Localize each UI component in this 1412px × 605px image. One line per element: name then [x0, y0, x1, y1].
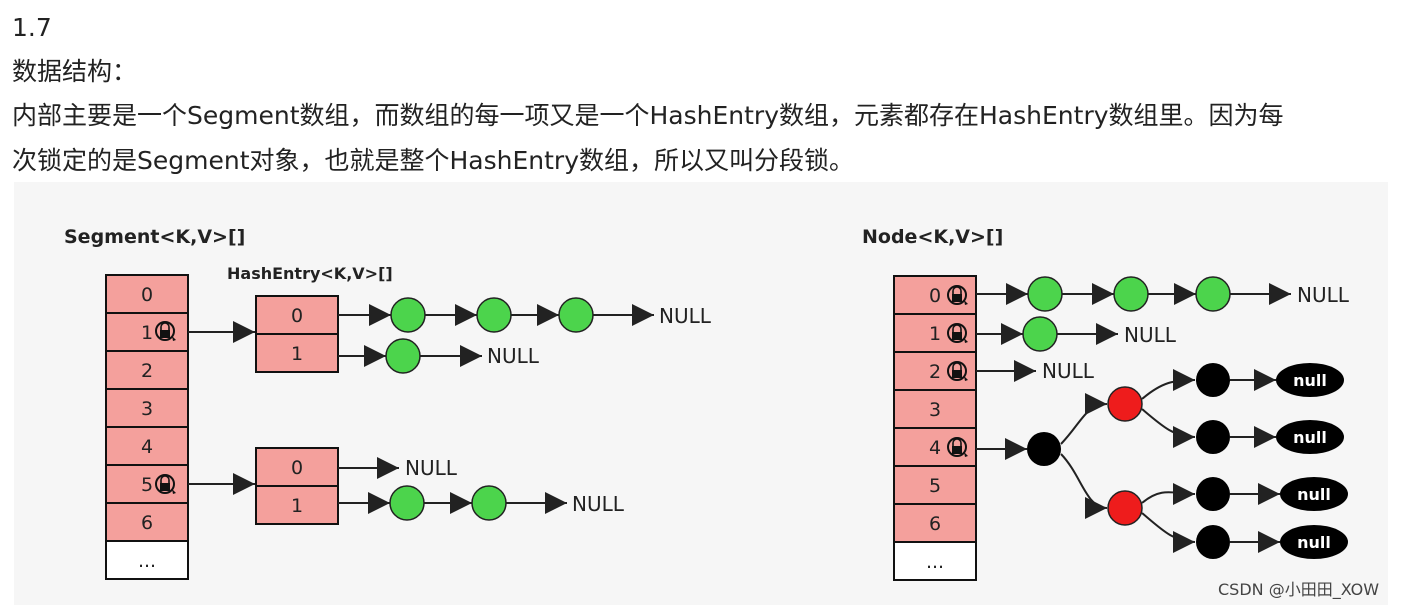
- hashentry-array-b: 0 1: [255, 447, 339, 525]
- hashentry-index: 1: [291, 343, 303, 365]
- node-index: 6: [929, 513, 941, 535]
- tree-red-node: [1107, 490, 1143, 526]
- segment-cell-3: [105, 388, 189, 428]
- diagram-figure: Segment<K,V>[] HashEntry<K,V>[] 0 1 2 3 …: [14, 182, 1388, 605]
- null-pill: [1280, 525, 1348, 559]
- tree-edge: [1141, 408, 1196, 448]
- null-label: NULL: [1124, 323, 1177, 347]
- null-pill: [1280, 477, 1348, 511]
- list-node: [1195, 276, 1231, 312]
- node-index-ellipsis: ...: [926, 551, 944, 573]
- null-pill-label: null: [1293, 371, 1327, 390]
- tree-leaf-node: [1196, 525, 1230, 559]
- tree-edge: [1141, 369, 1196, 400]
- node-index: 2: [929, 361, 941, 383]
- segment-index: 1: [141, 322, 153, 344]
- node-array: 0 1 2 3 4 5 6 ...: [893, 275, 977, 581]
- description-line-2: 次锁定的是Segment对象，也就是整个HashEntry数组，所以又叫分段锁。: [12, 146, 855, 175]
- null-pill: [1276, 363, 1344, 397]
- hashentry-cell: [255, 295, 339, 335]
- tree-leaf-node: [1196, 420, 1230, 454]
- segment-index-ellipsis: ...: [138, 550, 156, 572]
- null-label: NULL: [1042, 359, 1095, 383]
- node-index: 0: [929, 285, 941, 307]
- list-node: [1113, 276, 1149, 312]
- null-pill-label: null: [1293, 428, 1327, 447]
- null-pill: [1276, 420, 1344, 454]
- node-index: 1: [929, 323, 941, 345]
- segment-index: 4: [141, 436, 153, 458]
- segment-cell-more: [105, 540, 189, 580]
- entry-node: [476, 297, 512, 333]
- segment-index: 0: [141, 284, 153, 306]
- node-cell-3: [893, 389, 977, 429]
- node-title: Node<K,V>[]: [862, 226, 1003, 248]
- list-node: [1022, 316, 1058, 352]
- tree-red-node: [1107, 386, 1143, 422]
- csdn-watermark: CSDN @小田田_XOW: [1218, 580, 1380, 599]
- entry-node: [390, 297, 426, 333]
- node-index: 3: [929, 399, 941, 421]
- tree-leaf-node: [1196, 477, 1230, 511]
- version-text: 1.7: [12, 13, 52, 42]
- node-cell-more: [893, 541, 977, 581]
- concurrent-hashmap-diagram: Segment<K,V>[] HashEntry<K,V>[] 0 1 2 3 …: [64, 226, 1350, 581]
- tree-edge: [1141, 482, 1196, 505]
- tree-edge: [1060, 393, 1108, 445]
- segment-index: 6: [141, 512, 153, 534]
- null-label: NULL: [487, 344, 540, 368]
- entry-node: [471, 485, 507, 521]
- hashentry-cell: [255, 485, 339, 525]
- segment-array: 0 1 2 3 4 5 6 ...: [105, 274, 189, 580]
- tree-root-node: [1027, 432, 1061, 466]
- node-index: 5: [929, 475, 941, 497]
- hashentry-index: 0: [291, 305, 303, 327]
- hashentry-index: 1: [291, 495, 303, 517]
- hashentry-cell: [255, 333, 339, 373]
- node-index: 4: [929, 437, 941, 459]
- null-label: NULL: [405, 456, 458, 480]
- tree-edge: [1060, 453, 1108, 519]
- null-label: NULL: [572, 492, 625, 516]
- hashentry-index: 0: [291, 457, 303, 479]
- node-cell-4: [893, 427, 977, 467]
- segment-index: 3: [141, 398, 153, 420]
- hashentry-array-a: 0 1: [255, 295, 339, 373]
- hashentry-title: HashEntry<K,V>[]: [227, 264, 393, 283]
- null-label: NULL: [1297, 283, 1350, 307]
- segment-index: 2: [141, 360, 153, 382]
- list-node: [1027, 276, 1063, 312]
- tree-edge: [1141, 512, 1196, 553]
- node-cell-6: [893, 503, 977, 543]
- tree-leaf-node: [1196, 363, 1230, 397]
- entry-node: [389, 485, 425, 521]
- segment-title: Segment<K,V>[]: [64, 226, 245, 248]
- description-line-1: 内部主要是一个Segment数组，而数组的每一项又是一个HashEntry数组，…: [12, 101, 1284, 130]
- data-structure-label: 数据结构：: [12, 57, 138, 86]
- null-pill-label: null: [1297, 485, 1331, 504]
- null-pill-label: null: [1297, 533, 1331, 552]
- segment-index: 5: [141, 474, 153, 496]
- entry-node: [558, 297, 594, 333]
- entry-node: [385, 338, 421, 374]
- null-label: NULL: [659, 304, 712, 328]
